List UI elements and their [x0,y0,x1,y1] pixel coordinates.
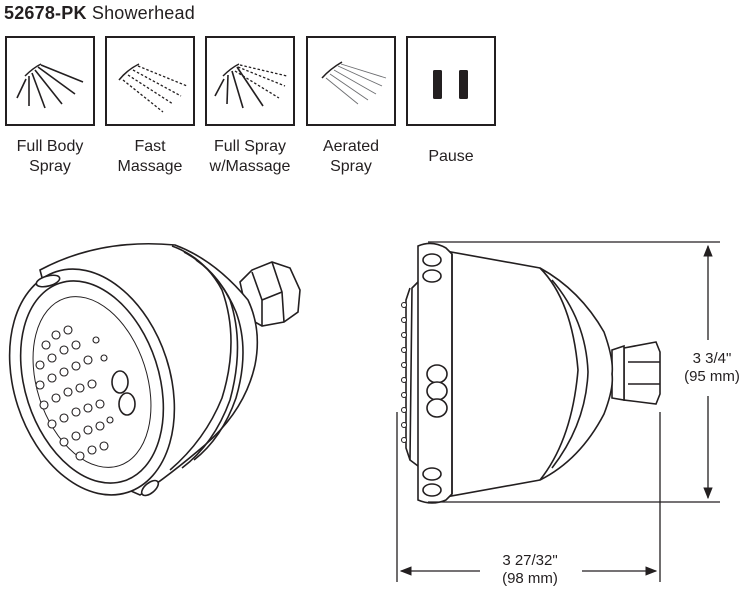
fast-massage-icon [118,63,188,113]
showerhead-perspective-view [8,242,301,497]
mode-label-aerated: Aerated Spray [322,138,380,175]
product-name: Showerhead [91,3,195,23]
spray-mode-aerated [306,36,396,126]
page-title: 52678-PK Showerhead [4,3,195,24]
aerated-spray-icon [321,61,387,105]
spray-mode-full-body [5,36,95,126]
spray-mode-full-spray-massage [205,36,295,126]
pause-icon [433,70,468,99]
depth-dimension [396,412,661,582]
mode-label-full-spray-massage: Full Spray w/Massage [209,138,291,175]
mode-label-fast-massage: Fast Massage [117,138,183,175]
depth-dimension-label: 3 27/32" (98 mm) [502,552,558,587]
mode-label-pause: Pause [428,148,474,165]
full-spray-massage-icon [214,63,288,109]
spray-nozzles-perspective [35,325,114,461]
body-shell-side [439,249,614,499]
mode-label-full-body: Full Body Spray [16,138,84,175]
height-dimension [428,241,720,503]
full-body-spray-icon [16,63,84,109]
spray-mode-fast-massage [105,36,195,126]
connector-nut-side [623,341,661,405]
spray-mode-pause [406,36,496,126]
height-dimension-label: 3 3/4" (95 mm) [684,350,740,385]
model-number: 52678-PK [4,3,87,23]
showerhead-side-view [405,242,661,504]
spray-nozzles-side [401,302,407,443]
